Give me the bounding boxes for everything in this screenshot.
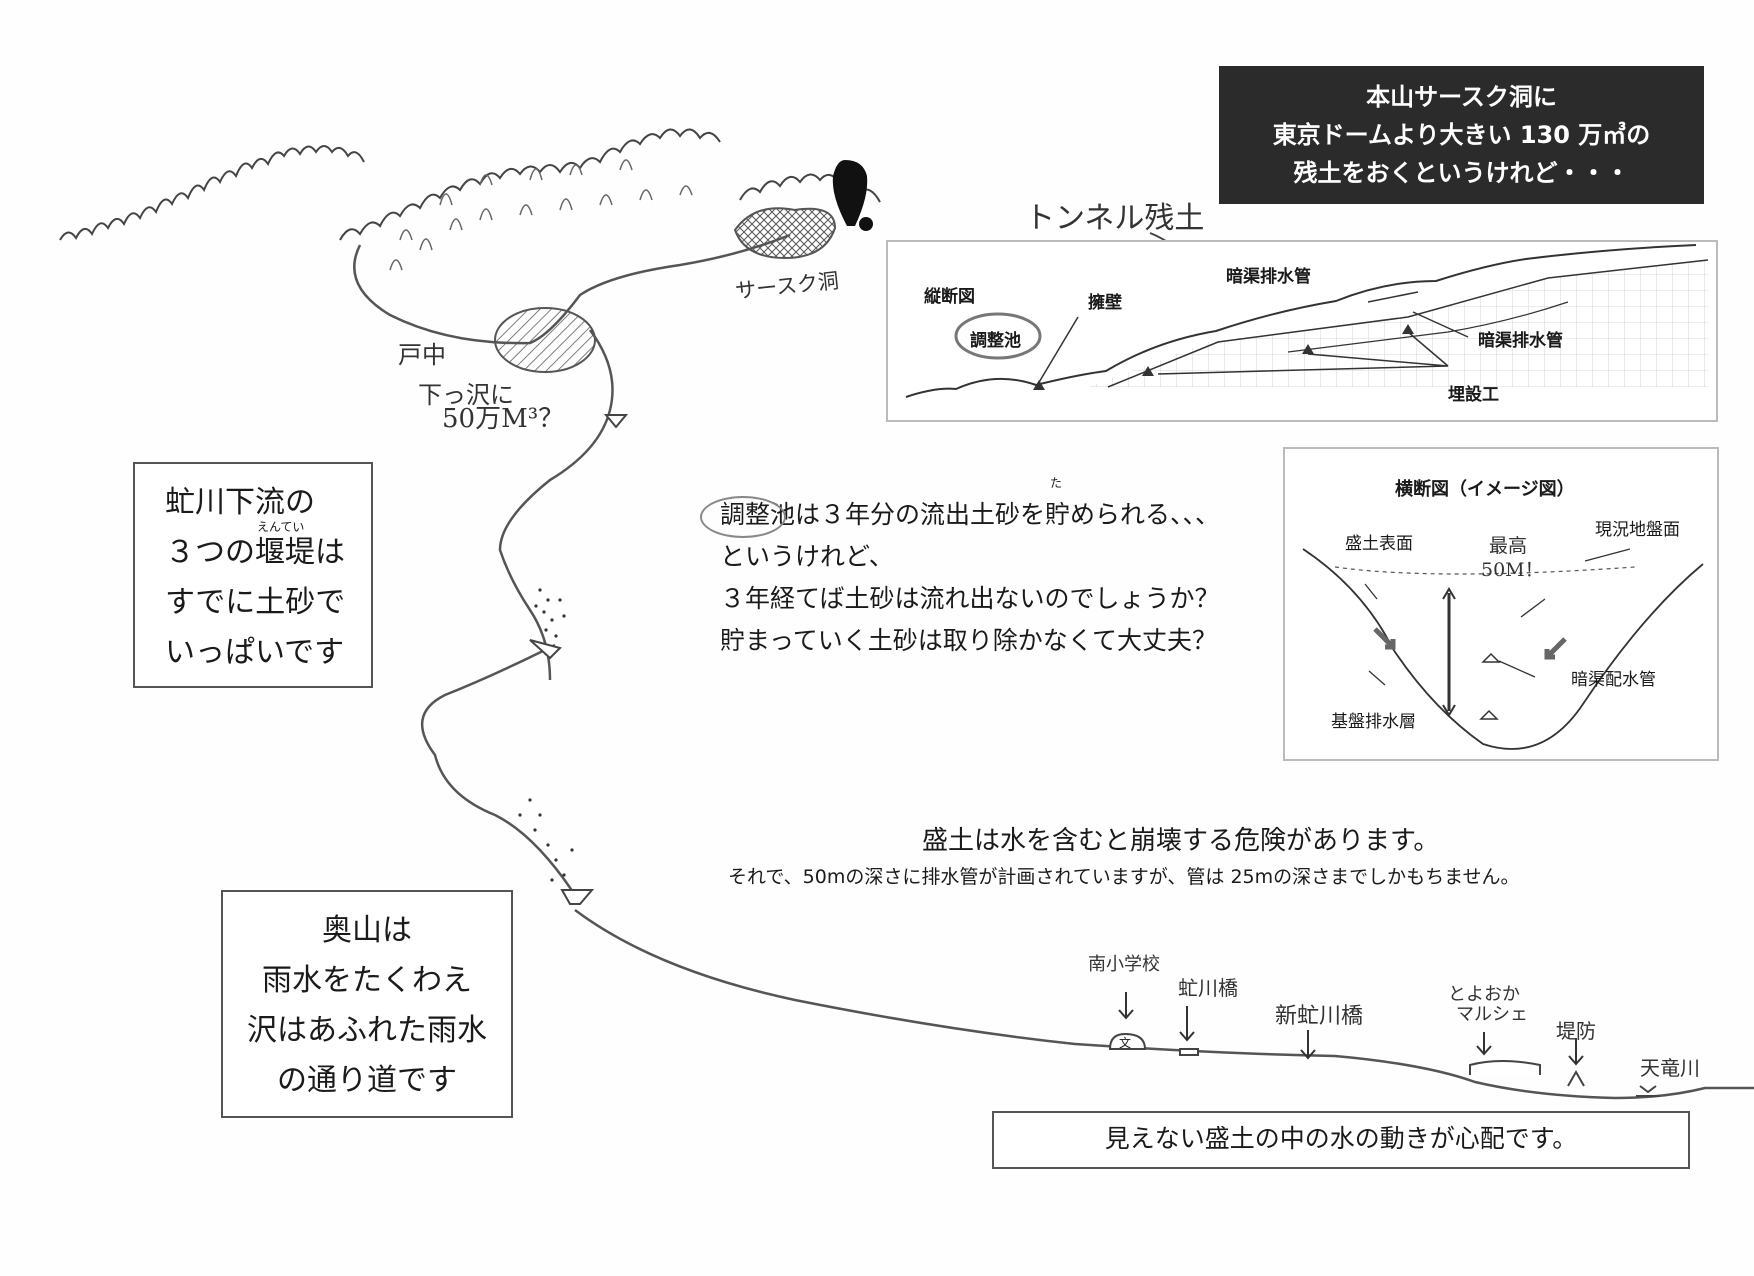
water-mark <box>1636 1085 1660 1097</box>
lower-box-line-4: の通り道です <box>277 1063 457 1098</box>
middle-line-1: 調整池は３年分の流出土砂を貯められる、、、 <box>720 500 1221 529</box>
levee <box>1567 1069 1585 1087</box>
choseichi-label: 調整池 <box>970 331 1021 351</box>
stream-line <box>353 233 1754 1100</box>
pipe-label-2: 暗渠排水管 <box>1478 331 1563 351</box>
tonaka-fill-area <box>494 307 596 373</box>
bridge1-label: 虻川橋 <box>1178 976 1238 1000</box>
saasuku-fill-area <box>733 207 837 260</box>
marche-building <box>1469 1060 1541 1075</box>
warning-heading: 盛土は水を含むと崩壊する危険があります。 <box>922 826 1440 856</box>
bridge1-deck <box>1179 1048 1199 1056</box>
levee-label: 堤防 <box>1556 1019 1596 1043</box>
middle-line-3: ３年経てば土砂は流れ出ないのでしょうか？ <box>720 584 1220 613</box>
school-label: 南小学校 <box>1088 954 1160 975</box>
max-label-1: 最高 <box>1489 535 1528 557</box>
upstream-dams-note: 虻川下流の ３つの堰堤は すでに土砂で いっぱいです えんてい <box>133 462 373 688</box>
lower-box-line-3: 沢はあふれた雨水 <box>247 1013 487 1048</box>
dam-1 <box>603 414 629 429</box>
river-features <box>1108 1032 1660 1097</box>
kiban-label: 基盤排水層 <box>1331 712 1416 732</box>
lower-box-line-1: 奥山は <box>322 913 412 948</box>
tenryu-label: 天竜川 <box>1640 1056 1700 1080</box>
left-box-line-2: ３つの堰堤は <box>165 535 345 570</box>
lower-box-line-2: 雨水をたくわえ <box>262 963 472 998</box>
banner-line-3: 残土をおくというけれど・・・ <box>1293 159 1630 187</box>
choseichi-ring <box>700 496 786 538</box>
cross-section-drawing <box>1302 548 1704 750</box>
headline-banner: 本山サースク洞に 東京ドームより大きい 130 万㎥の 残土をおくというけれど・… <box>1219 66 1704 204</box>
yoheki-label: 擁壁 <box>1088 293 1122 313</box>
genkyo-label: 現況地盤面 <box>1595 520 1680 540</box>
tonaka-label: 戸中 <box>398 341 446 369</box>
exclamation-icon <box>832 160 873 231</box>
shimo-label-2: 50万M³？ <box>442 404 565 434</box>
ruby-ta: た <box>1050 476 1063 490</box>
bottom-box-text: 見えない盛土の中の水の動きが心配です。 <box>1104 1124 1578 1153</box>
banner-line-1: 本山サースク洞に <box>1366 83 1557 111</box>
bridge2-label: 新虻川橋 <box>1275 1004 1364 1029</box>
middle-line-4: 貯まっていく土砂は取り除かなくて大丈夫？ <box>720 626 1218 655</box>
middle-line-2: というけれど、 <box>720 542 894 571</box>
left-box-line-4: いっぱいです <box>165 635 345 670</box>
tunnel-soil-label: トンネル残土 <box>1025 201 1205 236</box>
forest-marks <box>389 159 693 271</box>
school-map-symbol: 文 <box>1119 1036 1132 1050</box>
dam-3 <box>560 889 595 905</box>
marche-label-2: マルシェ <box>1456 1004 1528 1025</box>
long-section-panel: 縦断図 調整池 擁壁 暗渠排水管 暗渠排水管 埋設工 <box>886 240 1718 422</box>
cross-section-title: 横断図（イメージ図） <box>1395 479 1575 500</box>
left-box-line-1: 虻川下流の <box>165 485 315 520</box>
school-building <box>1108 1032 1147 1050</box>
shimo-label-1: 下っ沢に <box>418 381 514 409</box>
choseichi-question: 調整池は３年分の流出土砂を貯められる、、、 というけれど、 ３年経てば土砂は流れ… <box>700 476 1280 662</box>
banner-line-2: 東京ドームより大きい 130 万㎥の <box>1272 121 1651 149</box>
river-arrows <box>1118 992 1584 1066</box>
dam-2 <box>529 639 562 660</box>
long-section-drawing <box>905 244 1709 398</box>
left-box-line-3: すでに土砂で <box>165 585 346 620</box>
max-label-2: 50M！ <box>1481 559 1544 581</box>
long-section-title: 縦断図 <box>924 287 975 307</box>
warning-subtext: それで、50mの深さに排水管が計画されていますが、管は 25mの深さまでしかもち… <box>728 866 1520 888</box>
entei-ruby: えんてい <box>257 520 305 534</box>
maisetsu-label: 埋設工 <box>1448 385 1499 405</box>
pipe-label: 暗渠配水管 <box>1571 670 1656 690</box>
morido-label: 盛土表面 <box>1345 534 1413 554</box>
choseichi-circle <box>954 312 1042 360</box>
bottom-concern-box: 見えない盛土の中の水の動きが心配です。 <box>992 1111 1690 1169</box>
pipe-label-1: 暗渠排水管 <box>1226 267 1311 287</box>
mountain-water-note: 奥山は 雨水をたくわえ 沢はあふれた雨水 の通り道です <box>221 890 513 1118</box>
cross-section-panel: 横断図（イメージ図） 盛土表面 現況地盤面 最高 50M！ 暗渠配水管 基盤排水… <box>1283 447 1719 761</box>
marche-label-1: とよおか <box>1448 984 1520 1005</box>
